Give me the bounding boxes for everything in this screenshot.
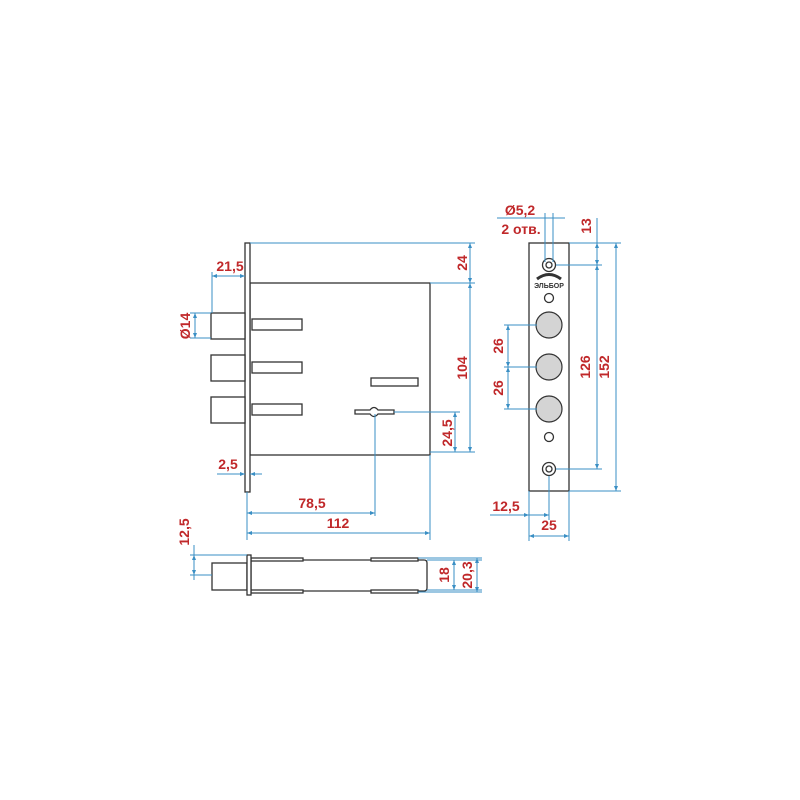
side-stub-top [250,557,304,562]
dim-152: 152 [596,355,612,379]
dim-diameter-14: Ø14 [177,313,193,340]
dim-2-5: 2,5 [218,456,238,472]
faceplate [244,242,251,493]
side-body [250,559,428,592]
side-faceplate [246,554,252,596]
dim-26-2: 26 [490,380,506,396]
dim-78-5: 78,5 [298,495,325,511]
dim-126: 126 [577,355,593,379]
front-view: 24 104 24,5 21,5 Ø14 2,5 78,5 112 [177,242,475,540]
dim-20-3: 20,3 [459,561,475,588]
dim-26-1: 26 [490,338,506,354]
dim-21-5: 21,5 [216,258,243,274]
strike-plate: ЭЛЬБОР Ø5,2 2 отв. 13 126 152 26 26 [490,202,621,541]
bolt-2 [210,354,246,382]
bolt-bar-1 [251,318,303,331]
logo: ЭЛЬБОР [534,283,564,290]
bolt-hole-2 [535,353,563,381]
bolt-bar-3 [251,403,303,416]
keyhole [354,406,395,418]
dim-12-5-side: 12,5 [176,518,192,545]
dim-104: 104 [454,356,470,380]
bolt-1 [210,312,246,340]
dim-24: 24 [454,255,470,271]
hole-count: 2 отв. [501,221,540,237]
dim-24-5: 24,5 [439,419,455,446]
slot [370,377,419,387]
bolt-hole-3 [535,395,563,423]
bolt-3 [210,396,246,424]
side-bolt [211,562,248,591]
bolt-bar-2 [251,361,303,374]
dim-18: 18 [436,567,452,583]
dim-diameter-5-2: Ø5,2 [505,202,536,218]
dim-112: 112 [327,515,350,531]
dim-13: 13 [578,218,594,234]
side-view: 12,5 18 20,3 [176,518,482,596]
side-stub-bottom [250,589,304,594]
dim-25: 25 [541,517,557,533]
dim-12-5-strike: 12,5 [492,498,519,514]
bolt-hole-1 [535,311,563,339]
logo-mark [536,273,562,281]
